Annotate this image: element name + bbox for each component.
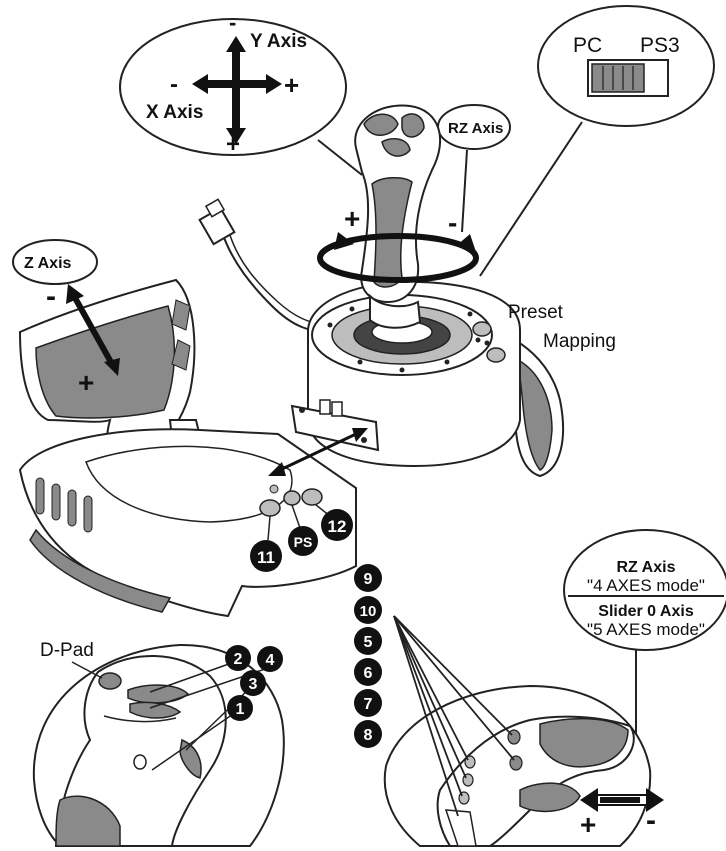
badge-10 — [354, 596, 382, 624]
head-button-1[interactable] — [133, 754, 147, 770]
badge-11 — [250, 540, 282, 572]
preset-button[interactable] — [472, 321, 492, 337]
four-axes-mode: "4 AXES mode" — [587, 576, 705, 595]
axes-pointer-line — [317, 139, 363, 176]
rz-plus-sign: + — [344, 203, 360, 234]
usb-cable — [198, 198, 333, 332]
badge-6 — [354, 658, 382, 686]
badge-1 — [227, 695, 253, 721]
button-11[interactable] — [259, 499, 281, 517]
badge-11-label: 11 — [257, 548, 275, 567]
switch-slider — [591, 63, 645, 93]
badge-2-label: 2 — [234, 651, 243, 668]
badge-6-label: 6 — [364, 665, 373, 682]
switch-pointer-line — [479, 121, 583, 277]
mapping-label: Mapping — [543, 331, 616, 352]
badge-12-label: 12 — [328, 517, 347, 536]
badge-12 — [321, 509, 353, 541]
z-axis-label: Z Axis — [24, 255, 72, 272]
rz-axis-title: RZ Axis — [617, 559, 676, 576]
slider-axis-title: Slider 0 Axis — [598, 603, 694, 620]
badge-5 — [354, 627, 382, 655]
badge-4-label: 4 — [266, 652, 275, 669]
x-axis-label: X Axis — [146, 102, 203, 123]
x-plus-sign: + — [284, 70, 299, 100]
rz-axis-bubble: RZ Axis — [437, 104, 511, 150]
rz-minus-sign: - — [448, 207, 457, 238]
badge-5-label: 5 — [364, 634, 373, 651]
slider-axis-arrow — [580, 788, 664, 812]
head-button-2[interactable] — [127, 684, 190, 704]
badge-ps-label: PS — [294, 534, 313, 550]
grip-callout-lines — [393, 615, 515, 817]
rz-rotation-arrow — [317, 232, 479, 283]
slider-plus-sign: + — [580, 809, 596, 840]
badge-7-label: 7 — [364, 696, 373, 713]
badge-ps — [288, 526, 318, 556]
x-minus-sign: - — [170, 71, 178, 98]
link-arrow — [268, 428, 368, 476]
badge-4 — [257, 646, 283, 672]
badge-3 — [240, 670, 266, 696]
base-led — [269, 484, 279, 494]
dpad[interactable] — [98, 672, 122, 690]
mapping-button[interactable] — [486, 347, 506, 363]
y-minus-sign: - — [229, 10, 236, 35]
dpad-label: D-Pad — [40, 640, 94, 661]
z-axis-arrow — [66, 284, 120, 376]
handle-head-detail — [32, 643, 285, 847]
head-button-4[interactable] — [129, 701, 182, 719]
badge-8-label: 8 — [364, 727, 373, 744]
badge-9-label: 9 — [364, 571, 373, 588]
stick-handle — [354, 104, 441, 329]
badge-7 — [354, 689, 382, 717]
xy-axes-bubble: Y Axis X Axis - + - + — [119, 10, 347, 158]
mapping-led — [484, 340, 490, 346]
badge-1-label: 1 — [236, 701, 245, 718]
button-ps[interactable] — [283, 490, 301, 506]
button-12[interactable] — [301, 488, 323, 506]
y-axis-label: Y Axis — [250, 31, 307, 52]
badge-8 — [354, 720, 382, 748]
throttle-axis-box: RZ Axis "4 AXES mode" Slider 0 Axis "5 A… — [563, 529, 726, 651]
badge-10-label: 10 — [360, 603, 377, 620]
z-plus-sign: + — [78, 367, 94, 398]
five-axes-mode: "5 AXES mode" — [587, 620, 705, 639]
badge-3-label: 3 — [249, 676, 258, 693]
z-minus-sign: - — [46, 280, 56, 313]
slider-minus-sign: - — [646, 804, 656, 837]
y-plus-sign: + — [226, 131, 240, 158]
ps3-label: PS3 — [640, 34, 680, 57]
stick-base — [290, 280, 564, 478]
badge-2 — [225, 645, 251, 671]
pc-ps3-switch-bubble: PC PS3 — [537, 5, 715, 127]
badge-9 — [354, 564, 382, 592]
z-axis-bubble: Z Axis — [12, 239, 98, 285]
rz-axis-label: RZ Axis — [448, 120, 503, 137]
pc-label: PC — [573, 34, 602, 57]
preset-label: Preset — [508, 302, 564, 323]
